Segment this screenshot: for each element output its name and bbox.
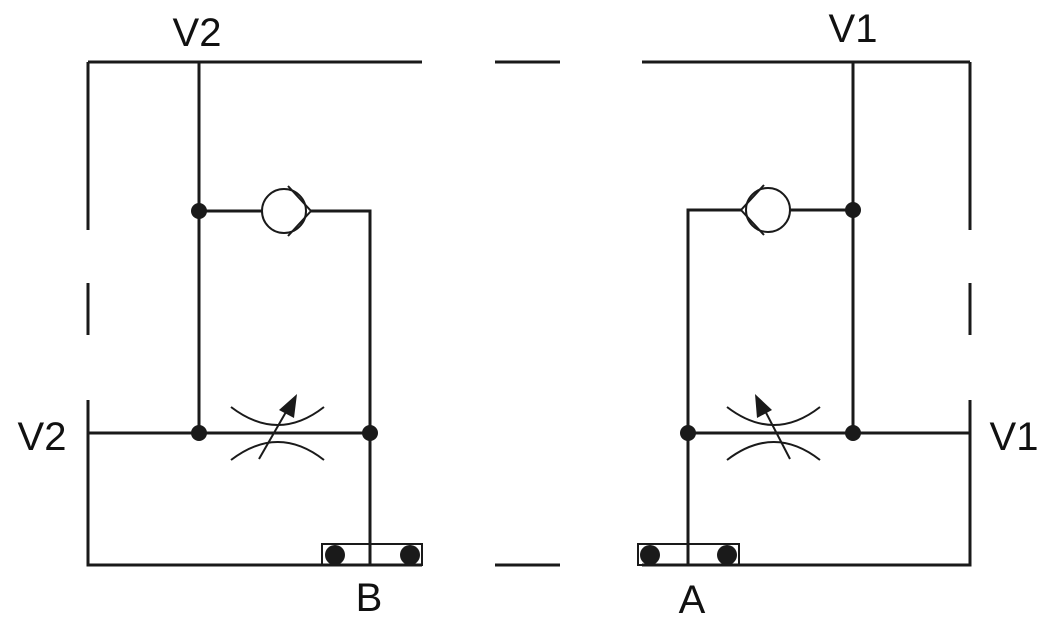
junction-dot [191,203,207,219]
housing-break-dashes [495,60,560,567]
left-port-seal [321,543,423,566]
junction-dot [191,425,207,441]
port-label-a: A [679,578,706,622]
right-circuit [637,62,970,566]
junction-dot [845,202,861,218]
junction-dot [362,425,378,441]
port-label-b: B [356,576,383,620]
port-label-v2-top: V2 [173,11,222,55]
junction-dot [845,425,861,441]
left-circuit [88,62,423,566]
left-adjustable-throttle [230,394,325,461]
junction-dot [680,425,696,441]
right-port-seal [637,543,740,566]
port-label-v1-top: V1 [829,7,878,51]
left-check-valve [261,185,313,237]
right-housing-outline [642,60,972,567]
port-label-v1-side: V1 [990,415,1039,459]
port-label-v2-side: V2 [18,415,67,459]
right-adjustable-throttle [726,394,821,461]
left-housing-outline [86,60,422,567]
right-check-valve [739,184,791,236]
